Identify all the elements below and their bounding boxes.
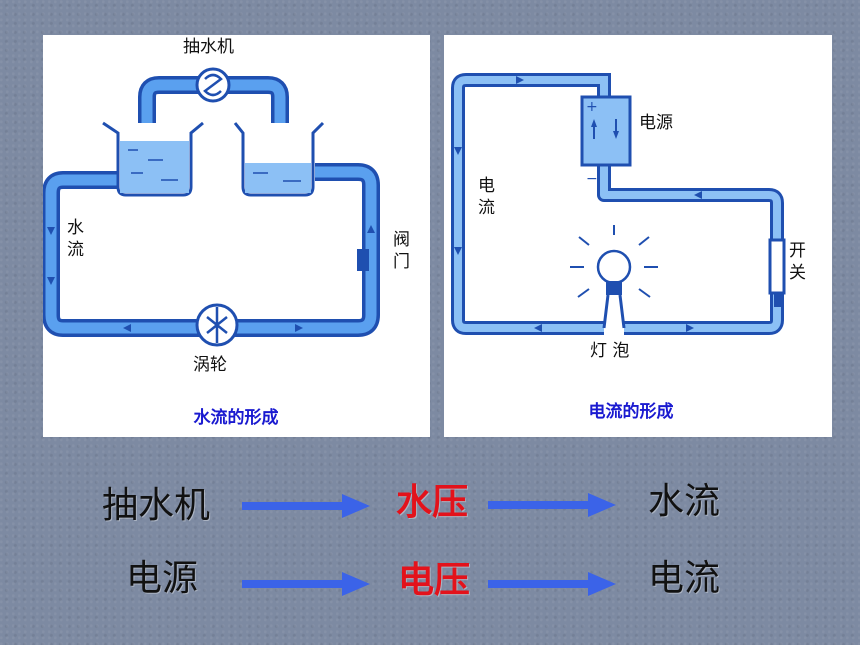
battery-icon bbox=[580, 95, 632, 167]
water-caption: 水流的形成 bbox=[193, 408, 279, 428]
analogy-row2-voltage: 电压 bbox=[398, 559, 471, 601]
turbine-label: 涡轮 bbox=[193, 355, 227, 375]
electric-circuit-panel: + − 电源 电流 开关 灯 泡 电流的形成 bbox=[444, 35, 832, 437]
electric-circuit-diagram: + − bbox=[451, 73, 786, 335]
electric-caption: 电流的形成 bbox=[588, 402, 674, 422]
analogy-row1-source: 抽水机 bbox=[102, 485, 211, 526]
analogy-row1-pressure: 水压 bbox=[396, 481, 469, 523]
arrow-icon bbox=[488, 572, 616, 596]
switch-icon bbox=[768, 238, 786, 295]
water-circuit-diagram bbox=[43, 67, 380, 347]
svg-text:+: + bbox=[586, 99, 598, 115]
bulb-icon bbox=[570, 225, 658, 329]
source-label: 电源 bbox=[639, 113, 673, 133]
analogy-row2-current: 电流 bbox=[648, 558, 721, 599]
valve-icon bbox=[357, 249, 369, 271]
switch-label: 开关 bbox=[789, 241, 806, 283]
svg-text:−: − bbox=[586, 171, 598, 187]
water-circuit-panel: 抽水机 水流 阀门 涡轮 水流的形成 bbox=[43, 35, 430, 437]
water-flow-label: 水流 bbox=[67, 218, 84, 260]
pump-label: 抽水机 bbox=[183, 37, 234, 57]
valve-label: 阀门 bbox=[393, 230, 410, 272]
analogy-row2-source: 电源 bbox=[126, 558, 199, 599]
analogy-row1-flow: 水流 bbox=[648, 481, 721, 522]
arrow-icon bbox=[242, 494, 370, 518]
bulb-label: 灯 泡 bbox=[590, 341, 630, 361]
arrow-icon bbox=[242, 572, 370, 596]
arrow-icon bbox=[488, 493, 616, 517]
current-label: 电流 bbox=[478, 176, 495, 218]
